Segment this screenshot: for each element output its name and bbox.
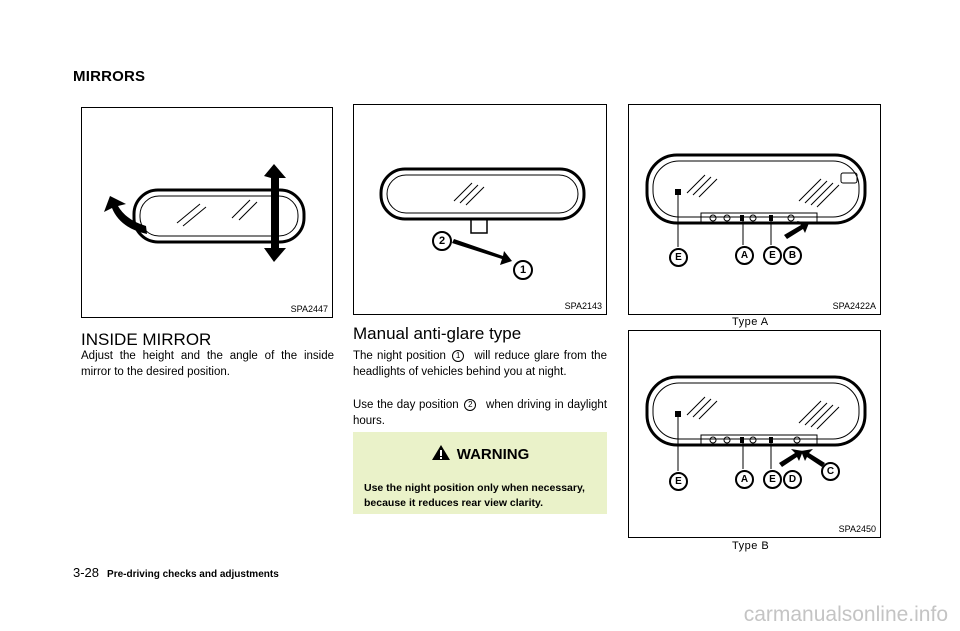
figure-code: SPA2143 xyxy=(564,301,602,311)
page-number: 3-28 xyxy=(73,565,100,580)
section-title: MIRRORS xyxy=(73,68,146,85)
anti-glare-illustration xyxy=(379,167,586,265)
callout-e: E xyxy=(669,248,688,267)
callout-e: E xyxy=(669,472,688,491)
type-a-caption: Type A xyxy=(732,316,769,328)
callout-2: 2 xyxy=(432,231,452,251)
para-2-end: when driving in daylight hours. xyxy=(353,399,608,427)
callout-e: E xyxy=(763,246,782,265)
para-2-start: Use the day position xyxy=(353,399,459,411)
callout-a: A xyxy=(735,246,754,265)
day-position-number: 2 xyxy=(464,398,477,411)
callout-1: 1 xyxy=(513,260,533,280)
warning-title: WARNING xyxy=(456,446,530,463)
figure-type-a: E A E B SPA2422A xyxy=(628,104,881,315)
inside-mirror-heading: INSIDE MIRROR xyxy=(81,330,212,349)
para-1-end: will reduce glare from the headlights of… xyxy=(353,350,607,378)
figure-anti-glare: 2 1 SPA2143 xyxy=(353,104,607,315)
warning-text: Use the night position only when necessa… xyxy=(364,482,585,509)
anti-glare-para-2: Use the day position 2 when driving in d… xyxy=(353,397,607,429)
watermark: carmanualsonline.info xyxy=(743,603,948,626)
figure-code: SPA2422A xyxy=(832,301,876,311)
callout-b: B xyxy=(783,246,802,265)
warning-header: WARNING xyxy=(353,444,607,463)
page-footer: 3-28 Pre-driving checks and adjustments xyxy=(73,565,279,580)
figure-code: SPA2447 xyxy=(290,304,328,314)
para-1-start: The night position xyxy=(353,350,446,362)
figure-inside-mirror: SPA2447 xyxy=(81,107,333,318)
anti-glare-heading: Manual anti-glare type xyxy=(353,324,522,343)
callout-c: C xyxy=(821,462,840,481)
figure-type-b: E A E D C SPA2450 xyxy=(628,330,881,538)
type-b-caption: Type B xyxy=(732,540,770,552)
inside-mirror-text: Adjust the height and the angle of the i… xyxy=(81,350,334,378)
callout-e: E xyxy=(763,470,782,489)
type-a-mirror-illustration xyxy=(645,153,867,247)
anti-glare-para-1: The night position 1 will reduce glare f… xyxy=(353,348,607,380)
figure-code: SPA2450 xyxy=(838,524,876,534)
warning-icon xyxy=(431,445,450,460)
chapter-title: Pre-driving checks and adjustments xyxy=(107,569,279,580)
mirror-adjust-illustration xyxy=(104,164,306,262)
night-position-number: 1 xyxy=(452,349,465,362)
type-b-mirror-illustration xyxy=(645,375,867,471)
warning-box: WARNING Use the night position only when… xyxy=(353,432,607,514)
callout-a: A xyxy=(735,470,754,489)
callout-d: D xyxy=(783,470,802,489)
